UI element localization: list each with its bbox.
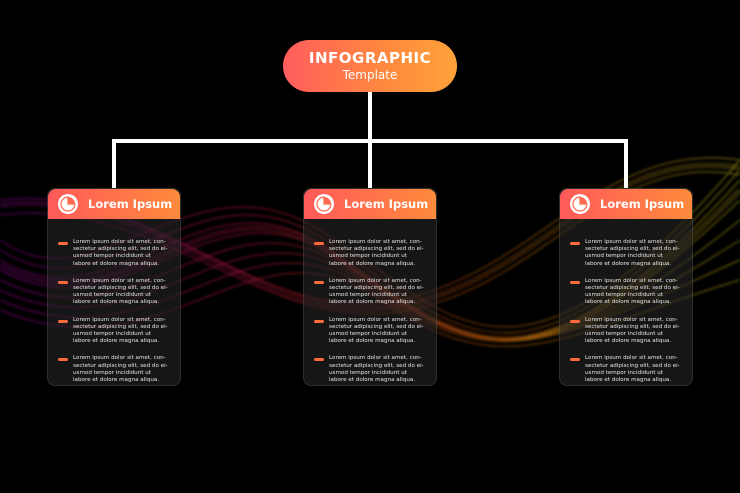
bullet-dash [58,280,68,284]
title-main: INFOGRAPHIC [308,49,432,67]
item-text: Lorem ipsum dolor sit amet, con- sectetu… [329,277,424,306]
list-item: Lorem ipsum dolor sit amet, con- sectetu… [58,317,170,346]
item-text: Lorem ipsum dolor sit amet, con- sectetu… [73,239,168,267]
card-header: Lorem Ipsum [48,189,180,219]
bullet-dash [570,319,580,323]
list-item: Lorem ipsum dolor sit amet, con- sectetu… [314,355,426,384]
card-heading: Lorem Ipsum [344,197,429,211]
card-heading: Lorem Ipsum [600,197,685,211]
item-text: Lorem ipsum dolor sit amet, con- sectetu… [585,355,680,384]
list-item: Lorem ipsum dolor sit amet, con- sectetu… [314,239,426,268]
bullet-dash [58,242,68,245]
card-header: Lorem Ipsum [560,189,692,219]
pie-chart-icon [58,194,78,214]
card-item-list: Lorem ipsum dolor sit amet, con- sectetu… [304,219,436,384]
bullet-dash [314,358,324,362]
connector-right [624,139,628,188]
item-text: Lorem ipsum dolor sit amet, con- sectetu… [329,239,424,267]
bullet-dash [570,242,580,245]
list-item: Lorem ipsum dolor sit amet, con- sectetu… [314,317,426,346]
card-header: Lorem Ipsum [304,189,436,219]
list-item: Lorem ipsum dolor sit amet, con- sectetu… [58,278,170,307]
bullet-dash [570,280,580,284]
bullet-dash [314,319,324,323]
list-item: Lorem ipsum dolor sit amet, con- sectetu… [570,278,682,307]
item-text: Lorem ipsum dolor sit amet, con- sectetu… [329,316,424,345]
connector-bar [112,139,628,143]
bullet-dash [314,280,324,284]
bullet-dash [58,319,68,323]
list-item: Lorem ipsum dolor sit amet, con- sectetu… [58,239,170,268]
list-item: Lorem ipsum dolor sit amet, con- sectetu… [58,355,170,384]
card-item-list: Lorem ipsum dolor sit amet, con- sectetu… [560,219,692,384]
list-item: Lorem ipsum dolor sit amet, con- sectetu… [314,278,426,307]
pie-chart-icon [570,194,590,214]
connector-left [112,139,116,188]
item-text: Lorem ipsum dolor sit amet, con- sectetu… [585,316,680,345]
item-text: Lorem ipsum dolor sit amet, con- sectetu… [73,316,168,345]
card-heading: Lorem Ipsum [88,197,173,211]
pie-chart-icon [314,194,334,214]
item-text: Lorem ipsum dolor sit amet, con- sectetu… [73,277,168,306]
bullet-dash [570,358,580,362]
title-sub: Template [342,68,398,82]
list-item: Lorem ipsum dolor sit amet, con- sectetu… [570,355,682,384]
list-item: Lorem ipsum dolor sit amet, con- sectetu… [570,317,682,346]
item-text: Lorem ipsum dolor sit amet, con- sectetu… [585,277,680,306]
item-text: Lorem ipsum dolor sit amet, con- sectetu… [585,239,680,267]
item-text: Lorem ipsum dolor sit amet, con- sectetu… [329,355,424,384]
bullet-dash [58,358,68,362]
bullet-dash [314,242,324,245]
item-text: Lorem ipsum dolor sit amet, con- sectetu… [73,355,168,384]
card-item-list: Lorem ipsum dolor sit amet, con- sectetu… [48,219,180,384]
title-node: INFOGRAPHIC Template [283,40,457,92]
list-item: Lorem ipsum dolor sit amet, con- sectetu… [570,239,682,268]
